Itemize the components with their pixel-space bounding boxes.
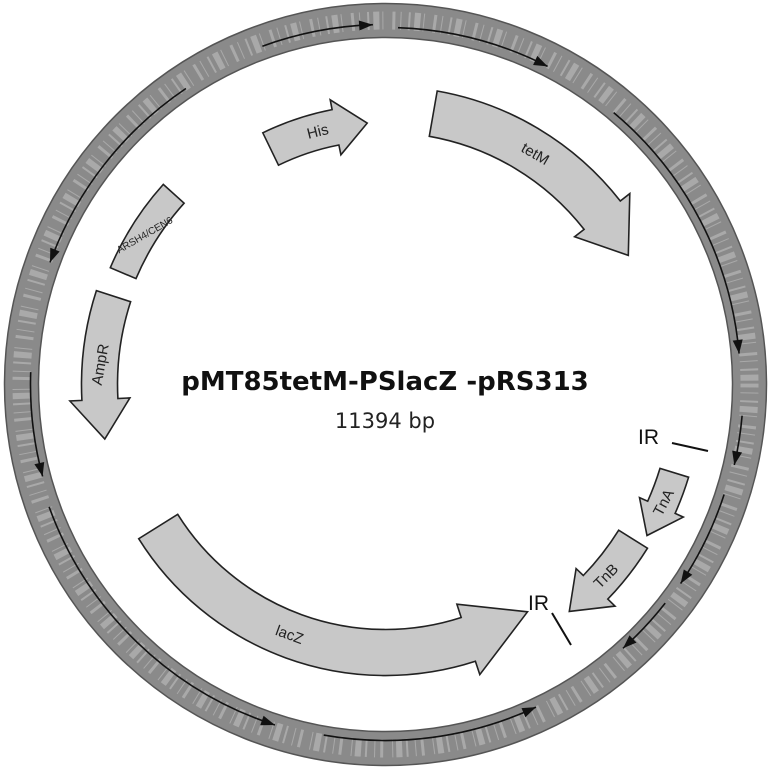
backbone-arrowhead-2 [533,55,548,67]
feature-layer [68,90,690,677]
his-label: His [305,121,330,143]
backbone-arrowhead-8 [260,715,275,726]
backbone-arc-7 [323,706,537,742]
backbone-arrowhead-5 [680,569,693,584]
backbone-arrowhead-1 [358,20,373,31]
backbone-arrowhead-7 [521,707,536,718]
backbone-arrowhead-3 [732,339,743,354]
tetm-gene-arrow[interactable] [428,90,631,257]
tnb-gene-arrow[interactable] [568,529,649,613]
plasmid-name: pMT85tetM-PSlacZ -pRS313 [181,367,589,397]
plasmid-size: 11394 bp [335,409,435,433]
backbone-arrowhead-9 [34,462,45,477]
backbone-arc-8 [48,506,276,726]
ir-site-1-label: IR [638,426,659,449]
ir-site-1: IR [638,426,709,452]
ampr-gene-arrow[interactable] [68,289,132,441]
backbone-arc-3 [613,111,740,354]
arsh4-cen6-block[interactable] [109,183,186,280]
backbone-arrows [29,20,743,742]
lacz-gene-arrow[interactable] [137,513,529,677]
backbone-arc-2 [397,26,548,68]
tna-gene-arrow[interactable] [638,467,690,537]
plasmid-backbone [3,2,768,767]
backbone-arrowhead-6 [623,635,637,649]
backbone-arc-10 [49,87,187,263]
backbone-arrowhead-10 [50,247,60,263]
ir-site-2-label: IR [528,592,549,615]
his-gene-arrow[interactable] [261,98,369,167]
backbone-arrowhead-4 [732,450,743,465]
ir-site-2: IR [528,592,572,646]
